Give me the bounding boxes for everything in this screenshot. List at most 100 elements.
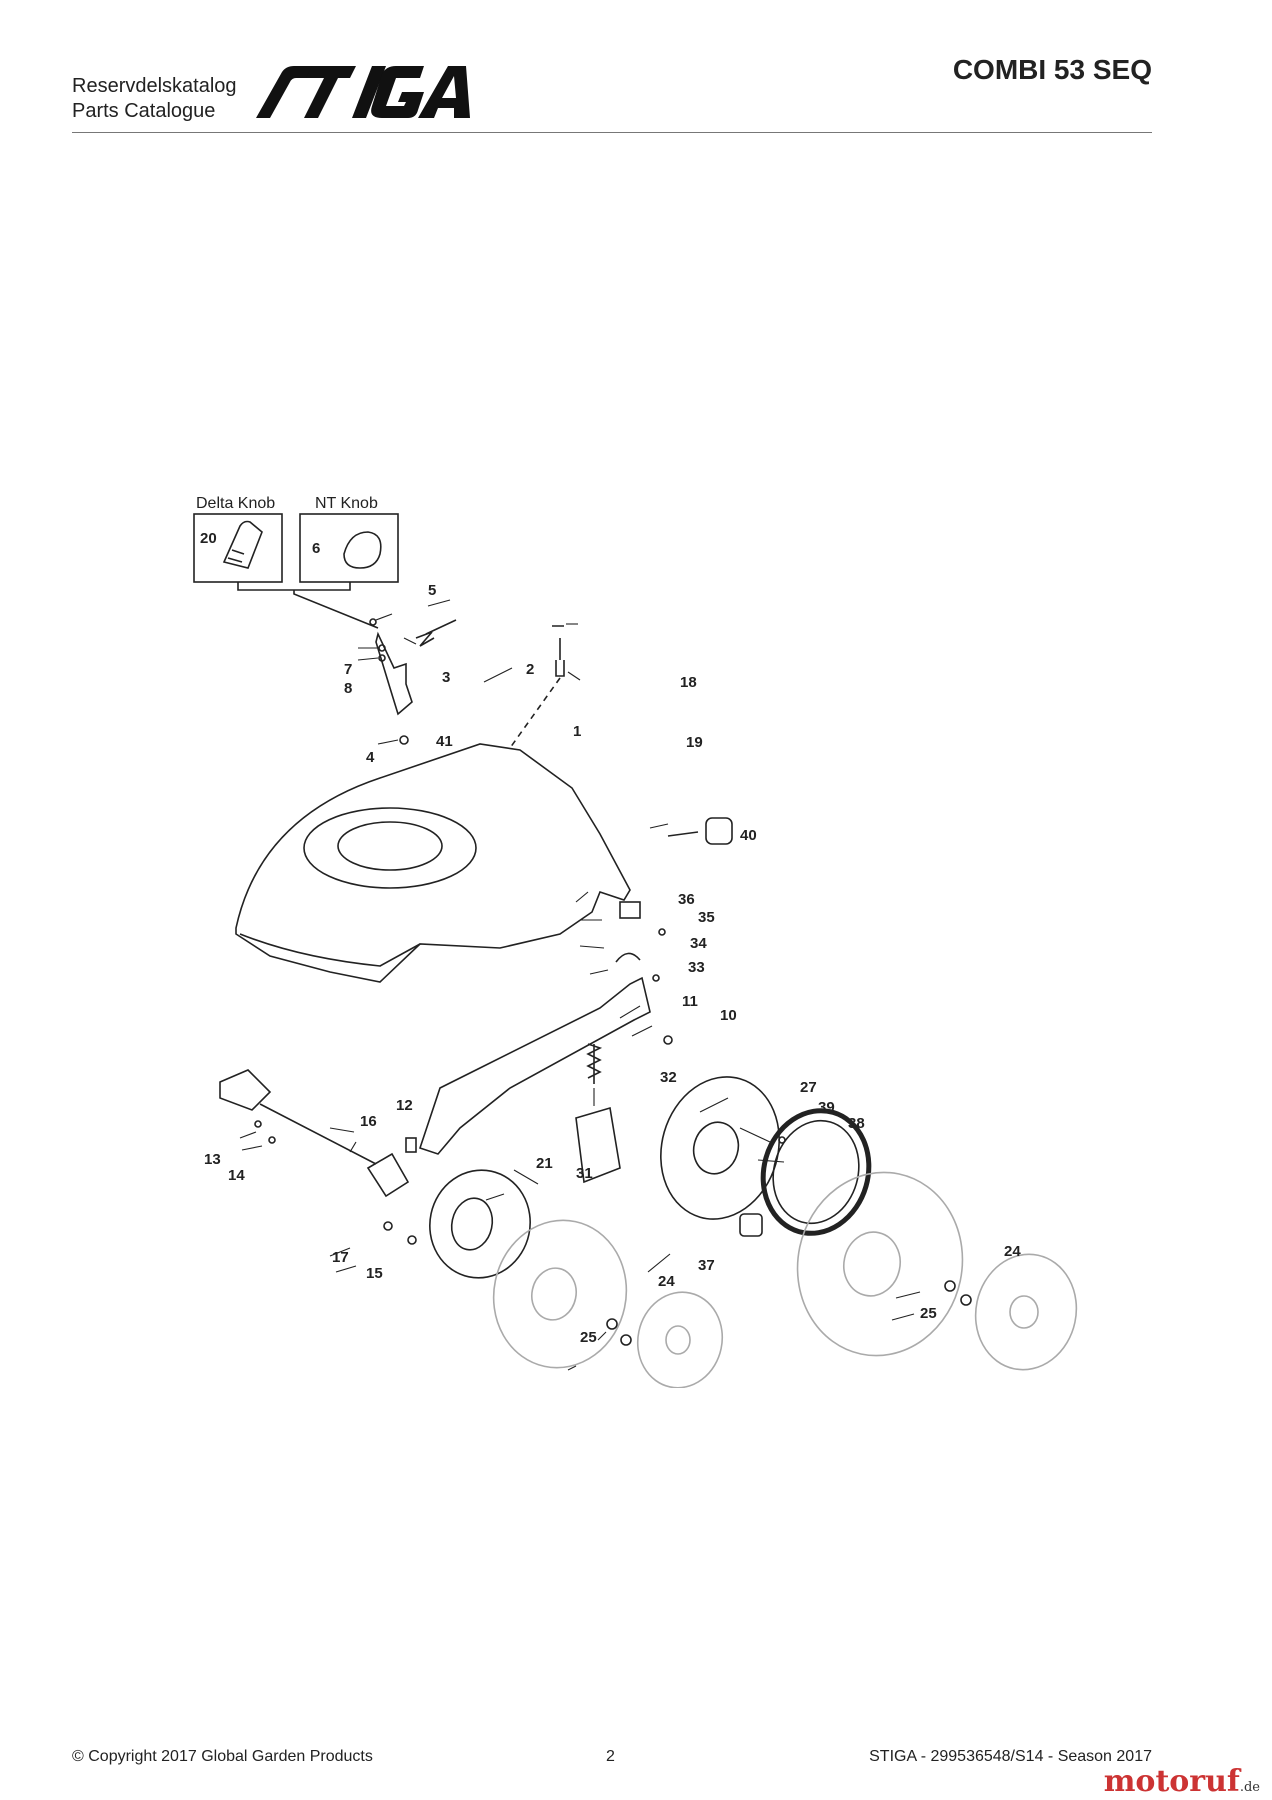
callout-36: 36: [678, 891, 695, 908]
model-title: COMBI 53 SEQ: [952, 54, 1152, 85]
callout-18: 18: [680, 674, 697, 691]
callout-40: 40: [740, 827, 757, 844]
washer-part-7: [378, 644, 386, 652]
adapter-part-40: [705, 817, 733, 845]
footer-copyright: © Copyright 2017 Global Garden Products: [72, 1748, 373, 1765]
bushing-part-12: [405, 1137, 417, 1153]
nut-part-8: [378, 654, 386, 662]
callout-37: 37: [698, 1257, 715, 1274]
callout-34: 34: [690, 935, 707, 952]
option-bracket: [237, 582, 379, 629]
nut-part-25-front: [620, 1334, 632, 1346]
screw-part-15: [407, 1235, 417, 1245]
bolt-part-18: [552, 625, 564, 660]
dash-line-19: [509, 677, 561, 749]
callout-33: 33: [688, 959, 705, 976]
callout-10: 10: [720, 1007, 737, 1024]
exploded-parts-diagram: Delta Knob NT Knob 20 6: [193, 495, 1078, 1388]
watermark-text: motoruf: [1103, 1764, 1240, 1799]
callout-12: 12: [396, 1097, 413, 1114]
deck-front-edge: [239, 933, 421, 967]
nut-part-17: [383, 1221, 393, 1231]
callout-3: 3: [442, 669, 450, 686]
callout-25-front: 25: [580, 1329, 597, 1346]
callout-1: 1: [573, 723, 581, 740]
callout-38: 38: [848, 1115, 865, 1132]
front-hubcap: [636, 1291, 724, 1388]
pin-part-19: [555, 660, 565, 677]
callout-11: 11: [682, 993, 698, 1010]
callout-16: 16: [360, 1113, 377, 1130]
delta-knob-box: [193, 513, 283, 583]
callout-6: 6: [312, 540, 320, 557]
spring-part-32: [586, 1043, 603, 1084]
gear-cover-part-27: [660, 1076, 780, 1220]
screw-part-13: [254, 1120, 262, 1128]
screw-part-33: [652, 974, 660, 982]
callout-2: 2: [526, 661, 534, 678]
front-axle-part-16: [259, 1103, 377, 1165]
callout-4: 4: [366, 749, 375, 766]
deck-housing-part-1: [235, 743, 631, 983]
delta-knob-grip: [227, 549, 245, 563]
washer-part-24-front: [606, 1318, 618, 1330]
nt-knob-box: [299, 513, 399, 583]
footer-page-number: 2: [606, 1748, 615, 1765]
catalog-title-line1: Reservdelskatalog: [72, 75, 237, 97]
nut-part-4: [399, 735, 409, 745]
wheel-cap-hub-21: [450, 1197, 494, 1251]
arrow-part-40: [667, 831, 699, 837]
catalog-title-line2: Parts Catalogue: [72, 100, 216, 122]
watermark-logo: motoruf.de: [1104, 1764, 1260, 1799]
callout-7: 7: [344, 661, 352, 678]
nt-knob-icon: [343, 531, 382, 569]
callout-41: 41: [436, 733, 453, 750]
screw-part-35: [658, 928, 666, 936]
nut-part-25-rear: [960, 1294, 972, 1306]
watermark-suffix: .de: [1239, 1780, 1260, 1795]
header-divider: [72, 132, 1152, 133]
callout-15: 15: [366, 1265, 383, 1282]
rear-wheel: [796, 1171, 964, 1357]
option-title-delta-knob: Delta Knob: [196, 495, 275, 512]
callout-5: 5: [428, 582, 436, 599]
front-bracket: [219, 1069, 272, 1111]
screw-part-10: [663, 1035, 673, 1045]
nut-part-14: [268, 1136, 276, 1144]
height-lever-part-3: [375, 631, 413, 716]
rear-axle-part-11: [418, 976, 651, 1155]
callout-35: 35: [698, 909, 715, 926]
wheel-cap-part-21: [429, 1169, 531, 1279]
callout-24-rear: 24: [1004, 1243, 1021, 1260]
screw-part-39: [778, 1136, 786, 1144]
callout-17: 17: [332, 1249, 349, 1266]
bracket-part-36: [619, 901, 641, 919]
callout-32: 32: [660, 1069, 677, 1086]
option-title-nt-knob: NT Knob: [315, 495, 378, 512]
front-bracket-right: [366, 1152, 410, 1198]
delta-knob-icon: [222, 520, 263, 569]
washer-part-24-rear: [944, 1280, 956, 1292]
leader-lines: [239, 599, 921, 1371]
footer-reference: STIGA - 299536548/S14 - Season 2017: [869, 1748, 1152, 1765]
front-wheel: [492, 1219, 628, 1369]
rear-hubcap: [974, 1253, 1078, 1371]
spring-part-41: [415, 631, 435, 647]
callout-24-front: 24: [658, 1273, 675, 1290]
callout-19: 19: [686, 734, 703, 751]
callout-39: 39: [818, 1099, 835, 1116]
callout-13: 13: [204, 1151, 221, 1168]
bracket-part-31: [575, 1106, 621, 1184]
callout-8: 8: [344, 680, 352, 697]
callout-27: 27: [800, 1079, 817, 1096]
callout-31: 31: [576, 1165, 593, 1182]
callout-20: 20: [200, 530, 217, 547]
stiga-logo: [256, 66, 470, 118]
gear-ring-part-38: [760, 1108, 872, 1236]
catalog-title: Reservdelskatalog Parts Catalogue: [72, 74, 237, 124]
pinion-part-37: [739, 1213, 763, 1237]
callout-25-rear: 25: [920, 1305, 937, 1322]
callout-14: 14: [228, 1167, 245, 1184]
callout-21: 21: [536, 1155, 553, 1172]
deck-motor-mount: [337, 821, 443, 871]
